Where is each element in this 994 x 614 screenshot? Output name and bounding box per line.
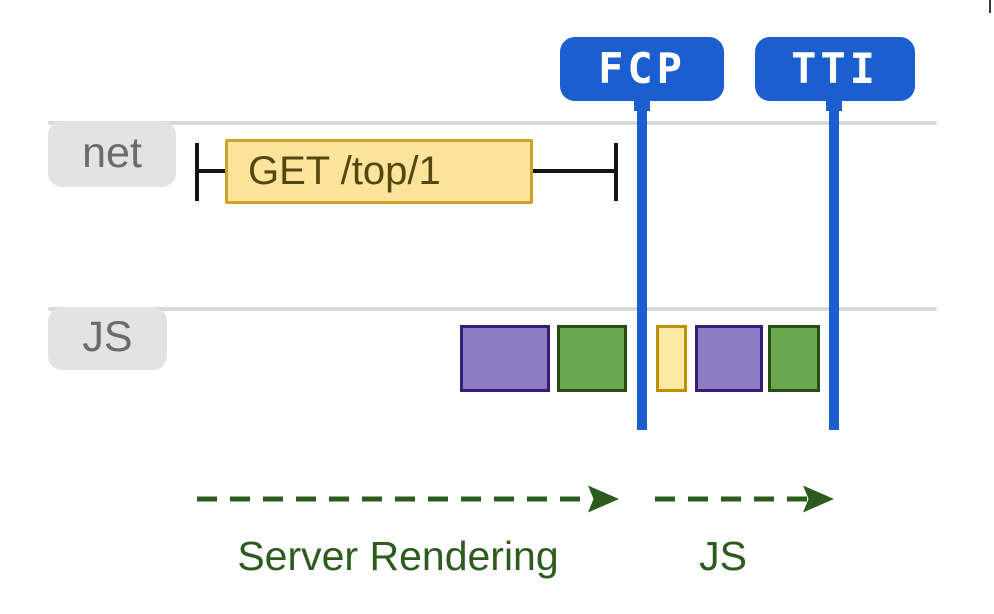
request-right-connector — [533, 169, 614, 173]
phase-label-server-rendering: Server Rendering — [237, 533, 559, 579]
js-task-block-purple — [460, 325, 550, 392]
js-task-block-yellow — [656, 325, 687, 392]
js-task-block-purple — [695, 325, 763, 392]
request-left-connector — [199, 169, 225, 173]
request-start-tick — [195, 143, 199, 201]
phase-arrows — [197, 485, 834, 513]
fcp-marker-line — [637, 100, 647, 430]
net-lane-timeline — [48, 121, 937, 125]
phase-label-js: JS — [699, 533, 747, 579]
net-lane-label: net — [48, 121, 176, 187]
js-task-block-green — [768, 325, 820, 392]
js-lane-timeline — [48, 307, 937, 311]
js-lane-label: JS — [48, 307, 167, 370]
js-task-block-green — [557, 325, 627, 392]
tti-marker-line — [829, 100, 839, 430]
corner-artifact — [989, 0, 991, 13]
tti-badge: TTI — [755, 37, 915, 101]
request-end-tick — [614, 143, 618, 201]
network-request-box: GET /top/1 — [225, 139, 533, 204]
fcp-badge: FCP — [560, 37, 724, 101]
